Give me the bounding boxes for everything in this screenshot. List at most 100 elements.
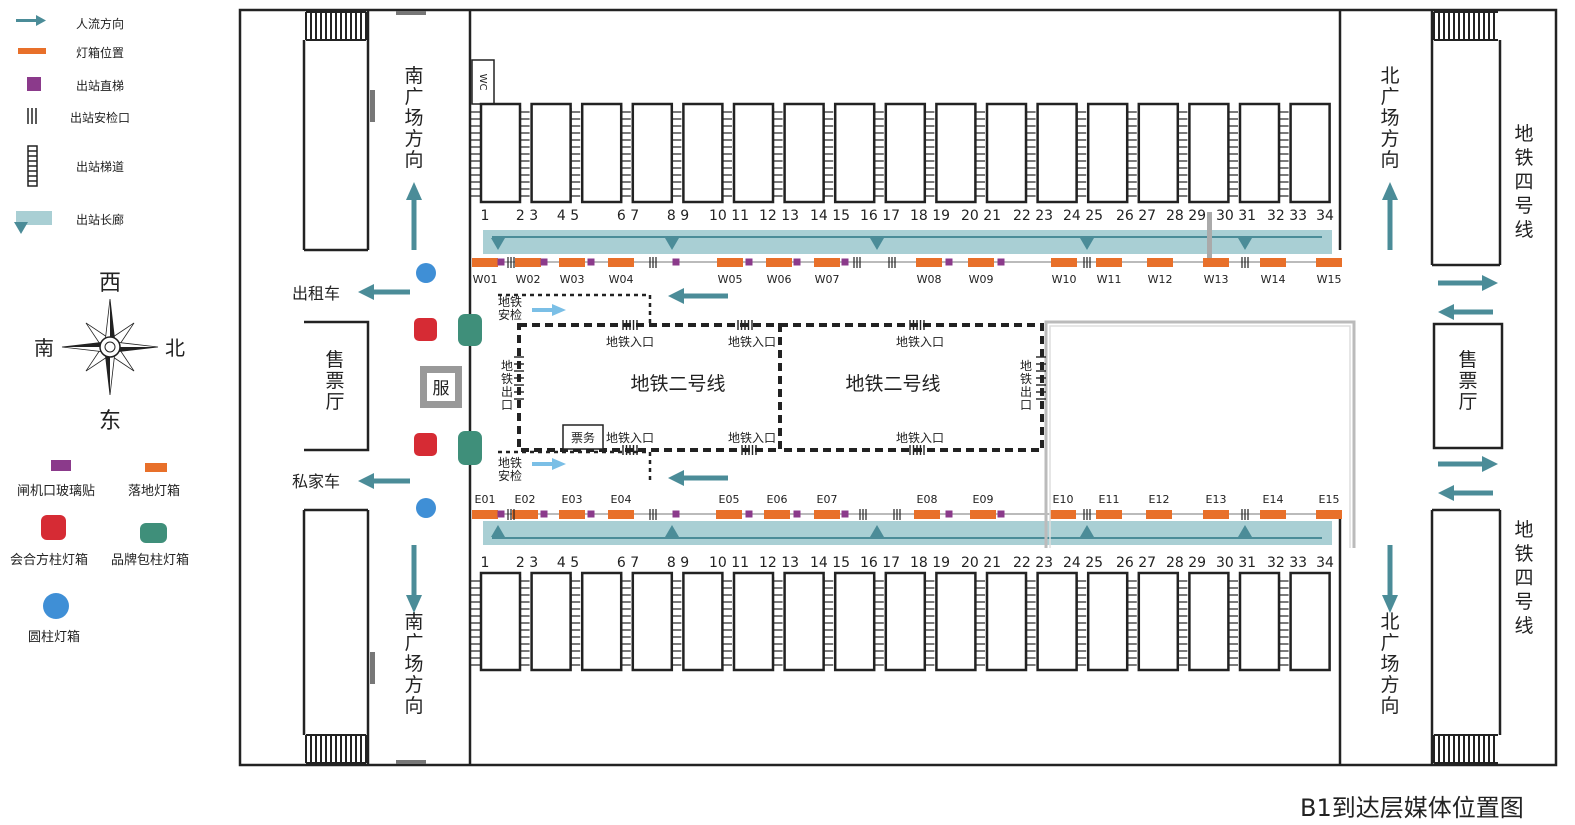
floor-lightbox xyxy=(1146,510,1172,519)
metro2-zone-west xyxy=(517,323,782,452)
floor-lightbox xyxy=(968,258,994,267)
gate-glass-sticker xyxy=(793,510,801,518)
lightbox-label: E03 xyxy=(562,493,583,506)
gate-glass-sticker xyxy=(793,258,801,266)
lightbox-label: W11 xyxy=(1097,273,1122,286)
gate-glass-sticker xyxy=(540,510,548,518)
metro-security-label-bottom: 地铁安检 xyxy=(498,456,522,483)
gate-glass-sticker xyxy=(745,258,753,266)
gate-glass-sticker xyxy=(841,510,849,518)
north-square-direction-bottom: 北广场方向 xyxy=(1380,611,1399,717)
gate-glass-sticker xyxy=(997,258,1005,266)
lightbox-label: W14 xyxy=(1261,273,1286,286)
floor-lightbox xyxy=(1050,510,1076,519)
floor-lightbox xyxy=(1147,258,1173,267)
legend-gate-glass: 闸机口玻璃贴 xyxy=(17,484,96,499)
legend-square-pillar: 会合方柱灯箱 xyxy=(10,553,89,568)
platform-number: 30 31 xyxy=(1216,555,1256,571)
platform-stairs xyxy=(471,102,1331,672)
south-square-direction-top: 南广场方向 xyxy=(404,65,423,171)
platform-number: 32 33 xyxy=(1267,555,1307,571)
floor-lightbox xyxy=(472,510,498,519)
ticket-hall-label-east: 售票厅 xyxy=(1458,349,1477,413)
lightbox-label: W05 xyxy=(718,273,743,286)
floor-lightbox xyxy=(814,510,840,519)
platform-number: 10 11 xyxy=(709,208,749,224)
lightbox-label: E12 xyxy=(1149,493,1170,506)
platform-number: 6 7 xyxy=(617,208,639,224)
floor-lightbox xyxy=(1051,258,1077,267)
platform-number: 12 13 xyxy=(759,555,799,571)
metro-exit-label-east: 地铁出口 xyxy=(1020,359,1032,412)
metro-exit-label-west: 地铁出口 xyxy=(501,359,513,412)
lightbox-label: E08 xyxy=(917,493,938,506)
lightbox-label: E05 xyxy=(719,493,740,506)
legend-corridor: 出站长廊 xyxy=(76,213,125,227)
metro2-zone-east xyxy=(778,323,1044,452)
floor-lightbox xyxy=(512,510,538,519)
floor-lightbox xyxy=(608,510,634,519)
ticketing-label: 票务 xyxy=(571,430,595,445)
floor-lightbox xyxy=(559,510,585,519)
platform-number: 16 17 xyxy=(860,208,900,224)
lightbox-label: W01 xyxy=(473,273,498,286)
metro-entry-label-6: 地铁入口 xyxy=(896,431,944,445)
floor-lightbox xyxy=(1260,258,1286,267)
ticketing-booth xyxy=(562,424,604,450)
platform-number: 6 7 xyxy=(617,555,639,571)
lightbox-label: E04 xyxy=(611,493,632,506)
gate-glass-sticker xyxy=(672,258,680,266)
lightbox-label: W13 xyxy=(1204,273,1229,286)
legend-symbols xyxy=(14,15,167,619)
floor-lightbox xyxy=(970,510,996,519)
service-label: 服 xyxy=(433,379,450,399)
lightbox-label: E09 xyxy=(973,493,994,506)
platform-number: 32 33 xyxy=(1267,208,1307,224)
metro-gates xyxy=(514,320,1046,455)
gate-glass-sticker xyxy=(945,258,953,266)
lightbox-label: W02 xyxy=(516,273,541,286)
wrapped-pillar-lightbox xyxy=(458,314,482,346)
platform-number: 26 27 xyxy=(1116,208,1156,224)
legend-stairs: 出站梯道 xyxy=(76,160,125,174)
north-square-direction-top: 北广场方向 xyxy=(1380,65,1399,171)
floor-lightbox xyxy=(559,258,585,267)
lightbox-label: E02 xyxy=(515,493,536,506)
platform-number: 22 23 xyxy=(1013,555,1053,571)
map-caption: B1到达层媒体位置图 xyxy=(1300,794,1524,822)
lightbox-label: E13 xyxy=(1206,493,1227,506)
floor-lightbox xyxy=(1316,258,1342,267)
platform-number: 20 21 xyxy=(961,208,1001,224)
platform-number: 18 19 xyxy=(910,208,950,224)
platform-number: 28 29 xyxy=(1166,208,1206,224)
metro-entry-label-3: 地铁入口 xyxy=(896,335,944,349)
floor-lightbox xyxy=(472,258,498,267)
compass-rose-icon xyxy=(61,298,159,396)
floor-lightbox xyxy=(1260,510,1286,519)
metro-entry-label-4: 地铁入口 xyxy=(606,431,654,445)
lightbox-label: E10 xyxy=(1053,493,1074,506)
floor-lightbox xyxy=(814,258,840,267)
platform-number: 34 xyxy=(1316,555,1334,571)
compass-north: 北 xyxy=(165,336,185,360)
metro-entry-label-1: 地铁入口 xyxy=(606,335,654,349)
platform-number: 22 23 xyxy=(1013,208,1053,224)
platform-number: 1 xyxy=(481,208,490,224)
square-pillar-lightbox xyxy=(414,433,437,456)
lightbox-label: W04 xyxy=(609,273,634,286)
metro-entry-label-5: 地铁入口 xyxy=(728,431,776,445)
gate-glass-sticker xyxy=(587,258,595,266)
gate-glass-sticker xyxy=(745,510,753,518)
metro2-label-west: 地铁二号线 xyxy=(630,373,725,395)
exit-corridor-north-side xyxy=(483,230,1332,254)
compass-west: 西 xyxy=(99,271,121,296)
metro4-label-top: 地铁四号线 xyxy=(1514,123,1533,241)
platform-number: 12 13 xyxy=(759,208,799,224)
lightbox-label: E06 xyxy=(767,493,788,506)
lightbox-label: W15 xyxy=(1317,273,1342,286)
legend-floor-box: 落地灯箱 xyxy=(128,484,181,499)
floor-lightbox xyxy=(717,258,743,267)
corridor-arrows xyxy=(491,238,1252,537)
lightbox-label: W12 xyxy=(1148,273,1173,286)
compass-south: 南 xyxy=(34,336,54,360)
